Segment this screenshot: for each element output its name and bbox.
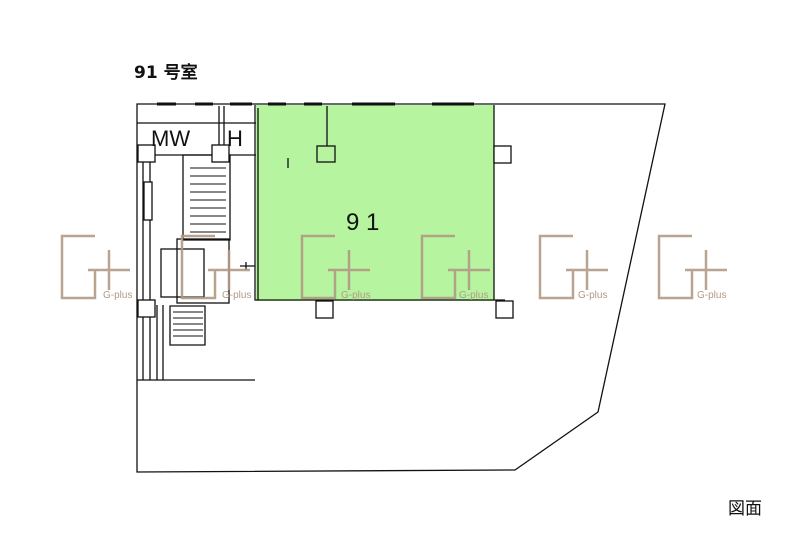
watermark-logo-1 [60, 234, 130, 300]
walls [136, 103, 666, 473]
fixture-box [316, 145, 336, 163]
watermark-logo-6 [657, 234, 727, 300]
room-title: 91 号室 [134, 63, 198, 83]
unit-number-label: 9 1 [346, 209, 379, 236]
stair-treads [173, 167, 226, 337]
corridor-walls [142, 155, 164, 380]
columns [137, 144, 514, 319]
door-mark-left [240, 262, 255, 270]
column-3 [493, 145, 512, 164]
unit-91-area [256, 105, 494, 301]
watermark-text-3: G-plus [341, 290, 370, 301]
h-label: H [227, 126, 243, 151]
lower-stair [169, 305, 206, 346]
watermark-text-1: G-plus [103, 290, 132, 301]
watermark-logo-3 [300, 234, 370, 300]
floor-plan-caption: 図面 [728, 499, 762, 519]
column-2 [211, 144, 230, 163]
unit-91-walls [254, 105, 505, 301]
column-6 [137, 299, 156, 318]
column-5 [495, 300, 514, 319]
mw-label: MW [151, 126, 190, 151]
watermark-logos [60, 234, 727, 300]
watermark-text-2: G-plus [222, 290, 251, 301]
watermark-text-6: G-plus [697, 290, 726, 301]
watermark-logo-2 [180, 234, 250, 300]
column-7 [143, 181, 153, 221]
watermark-texts: G-plus G-plus G-plus G-plus G-plus G-plu… [103, 290, 726, 301]
watermark-logo-4 [420, 234, 490, 300]
building-outline [136, 103, 666, 473]
partition-mw-h [137, 106, 256, 156]
watermark-text-4: G-plus [459, 290, 488, 301]
watermark-logo-5 [538, 234, 608, 300]
column-1 [137, 144, 156, 163]
column-4 [315, 300, 334, 319]
watermark-text-5: G-plus [578, 290, 607, 301]
